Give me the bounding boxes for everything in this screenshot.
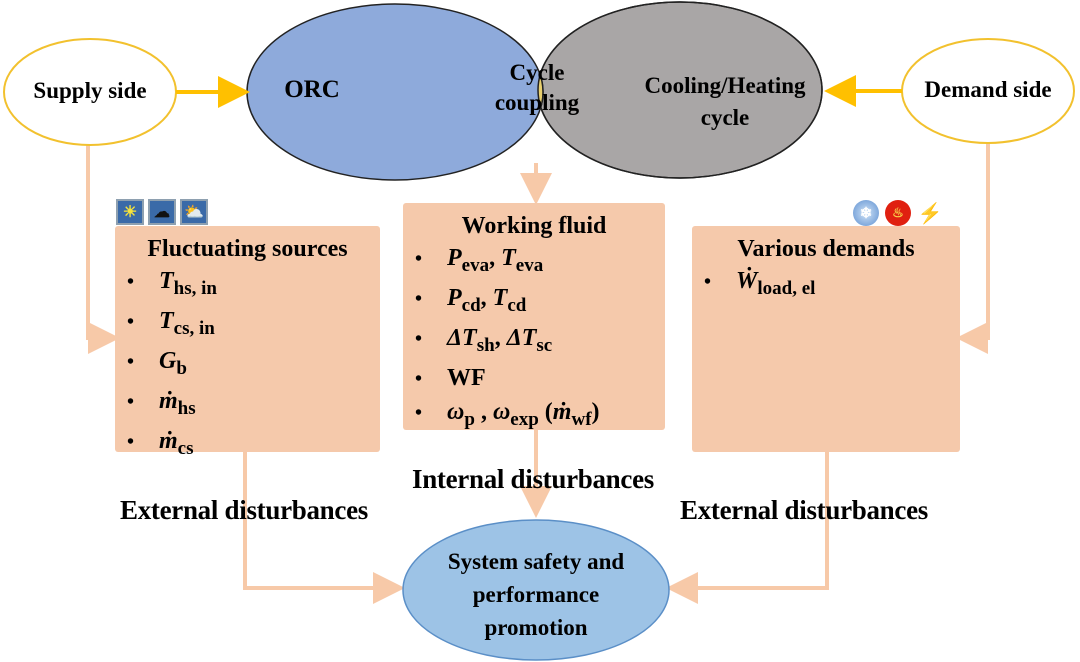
list-item: •Pcd, Tcd bbox=[415, 285, 527, 316]
symbol: G bbox=[159, 348, 177, 374]
subscript: b bbox=[176, 358, 187, 379]
subscript: cd bbox=[461, 295, 481, 316]
connector-left-box-to-goal bbox=[243, 452, 405, 604]
subscript: exp bbox=[510, 409, 539, 430]
sun-icon: ☀ bbox=[116, 199, 144, 225]
symbol: T bbox=[159, 268, 174, 294]
symbol: ṁ bbox=[552, 399, 572, 425]
external-disturbances-right-label: External disturbances bbox=[680, 495, 928, 525]
cooling-heating-line1: Cooling/Heating bbox=[644, 73, 806, 98]
bullet: • bbox=[415, 248, 423, 270]
symbol: T bbox=[159, 308, 174, 334]
symbol: ṁ bbox=[159, 428, 178, 454]
subscript: cd bbox=[507, 295, 527, 316]
subscript: wf bbox=[571, 409, 592, 430]
subscript: hs, in bbox=[173, 278, 217, 299]
list-item: •Peva, Teva bbox=[415, 245, 544, 276]
bullet: • bbox=[415, 288, 423, 310]
subscript: eva bbox=[461, 255, 490, 276]
fluctuating-sources-title: Fluctuating sources bbox=[147, 236, 348, 262]
subscript: cs bbox=[177, 438, 194, 459]
subscript: load, el bbox=[757, 278, 816, 299]
cycle-coupling-line1: Cycle bbox=[509, 60, 565, 85]
cycle-coupling-label: Cycle coupling bbox=[470, 58, 604, 118]
list-item: •ωp , ωexp (ṁwf) bbox=[415, 399, 600, 430]
symbol: Ẇ bbox=[736, 268, 758, 294]
symbol: ṁ bbox=[159, 388, 178, 414]
lightning-icon: ⚡ bbox=[917, 202, 943, 225]
cooling-heating-line2: cycle bbox=[700, 105, 750, 130]
orc-label: ORC bbox=[284, 76, 340, 103]
coupling-ellipse bbox=[538, 3, 544, 178]
bullet: • bbox=[415, 368, 423, 390]
demand-icons: ❄ ♨ ⚡ bbox=[853, 200, 943, 226]
symbol: ΔT bbox=[506, 325, 537, 351]
symbol: ω bbox=[492, 399, 511, 425]
list-item: •ṁhs bbox=[127, 388, 196, 419]
list-item: •Gb bbox=[127, 348, 187, 379]
subscript: cs, in bbox=[173, 318, 215, 339]
connector-right-box-to-goal bbox=[666, 452, 829, 604]
working-fluid-title: Working fluid bbox=[461, 213, 607, 239]
cloud-rain-icon: ☁ bbox=[148, 199, 176, 225]
subscript: sc bbox=[536, 335, 553, 356]
heating-icon: ♨ bbox=[885, 200, 911, 226]
snowflake-icon: ❄ bbox=[853, 200, 879, 226]
cycle-coupling-line2: coupling bbox=[494, 90, 580, 115]
fluctuating-sources-box: Fluctuating sources •Ths, in •Tcs, in •G… bbox=[115, 226, 380, 459]
symbol: ω bbox=[447, 399, 465, 425]
supply-side-label: Supply side bbox=[33, 78, 147, 103]
list-item: •Tcs, in bbox=[127, 308, 215, 339]
list-item: •Ẇload, el bbox=[704, 268, 816, 299]
system-goal-line2: performance bbox=[472, 582, 600, 607]
weather-icons: ☀ ☁ ⛅ bbox=[116, 199, 208, 225]
demand-side-label: Demand side bbox=[924, 77, 1052, 102]
system-goal-line3: promotion bbox=[484, 615, 588, 640]
list-item: •ṁcs bbox=[127, 428, 194, 459]
bullet: • bbox=[415, 328, 423, 350]
external-disturbances-left-label: External disturbances bbox=[120, 495, 368, 525]
connector-supply-to-box bbox=[86, 145, 120, 354]
various-demands-title: Various demands bbox=[737, 236, 915, 262]
symbol: P bbox=[447, 245, 462, 271]
cooling-heating-label: Cooling/Heating cycle bbox=[620, 70, 830, 134]
internal-disturbances-label: Internal disturbances bbox=[412, 464, 654, 494]
list-item: •ΔTsh, ΔTsc bbox=[415, 325, 553, 356]
subscript: p bbox=[464, 409, 475, 430]
various-demands-box: Various demands •Ẇload, el bbox=[692, 226, 960, 452]
system-goal-label: System safety and performance promotion bbox=[410, 545, 662, 644]
bullet: • bbox=[415, 402, 423, 424]
subscript: hs bbox=[177, 398, 196, 419]
symbol: T bbox=[492, 285, 508, 311]
working-fluid-box: Working fluid •Peva, Teva•Pcd, Tcd•ΔTsh,… bbox=[403, 203, 665, 430]
cloud-sun-rain-icon: ⛅ bbox=[180, 199, 208, 225]
system-goal-line1: System safety and bbox=[447, 549, 625, 574]
goal-ellipse bbox=[402, 519, 670, 661]
list-item: •WF bbox=[415, 362, 665, 396]
connector-demand-to-box bbox=[956, 143, 990, 354]
subscript: eva bbox=[515, 255, 544, 276]
symbol: ΔT bbox=[447, 325, 477, 351]
list-item: •Ths, in bbox=[127, 268, 217, 299]
symbol: P bbox=[447, 285, 462, 311]
symbol: T bbox=[501, 245, 516, 271]
subscript: sh bbox=[476, 335, 495, 356]
